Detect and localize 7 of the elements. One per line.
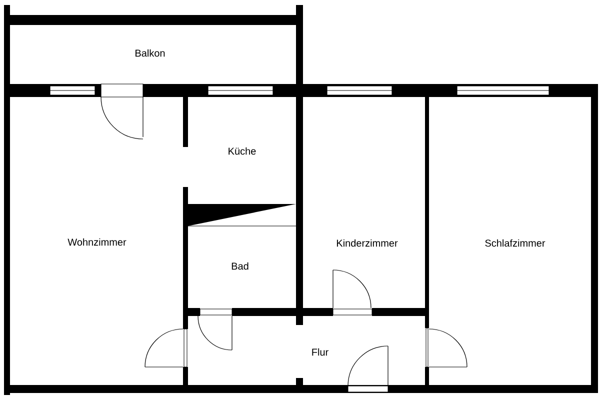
room-label: Kinderzimmer <box>336 239 398 247</box>
room-label: Balkon <box>136 49 165 57</box>
room-label: Schlafzimmer <box>485 239 546 247</box>
room-label: Bad <box>232 262 248 270</box>
room-label: Flur <box>312 348 328 356</box>
room-label: Wohnzimmer <box>68 238 126 246</box>
room-label: Küche <box>228 147 256 155</box>
